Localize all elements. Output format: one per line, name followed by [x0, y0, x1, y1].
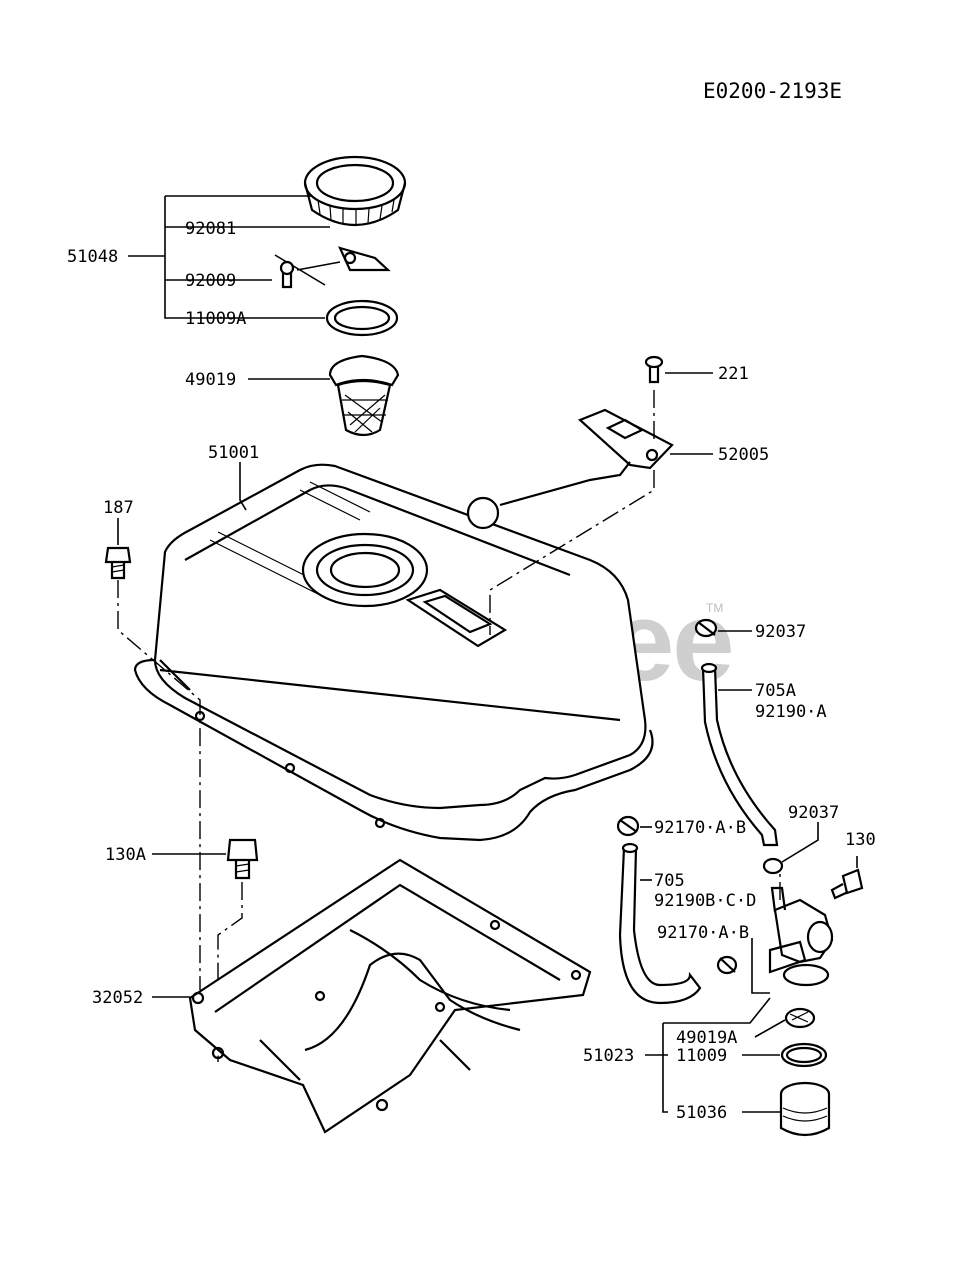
bracket-51048 — [164, 195, 330, 319]
label-51036[interactable]: 51036 — [676, 1103, 727, 1123]
label-49019A[interactable]: 49019A — [676, 1028, 737, 1048]
label-51001[interactable]: 51001 — [208, 443, 259, 463]
hose-705 — [618, 846, 702, 1005]
diagram-code: E0200-2193E — [703, 79, 842, 103]
label-705A[interactable]: 705A — [755, 681, 796, 701]
fuel-cock-51023 — [768, 886, 834, 987]
label-11009A[interactable]: 11009A — [185, 309, 246, 329]
oring-11009 — [780, 1042, 828, 1068]
leader-92037b — [781, 822, 819, 863]
screen-49019A — [784, 1007, 816, 1029]
clip-92037-top — [694, 618, 718, 638]
bracket-51023 — [662, 997, 771, 1113]
fuel-cap — [303, 155, 407, 227]
bolt-130 — [830, 868, 864, 900]
label-130A[interactable]: 130A — [105, 845, 146, 865]
label-92037b[interactable]: 92037 — [788, 803, 839, 823]
label-130[interactable]: 130 — [845, 830, 876, 850]
label-51048[interactable]: 51048 — [67, 247, 118, 267]
label-705[interactable]: 705 — [654, 871, 685, 891]
label-92190BCD[interactable]: 92190B·C·D — [654, 891, 756, 911]
hose-705A — [701, 666, 779, 847]
gasket-11009A — [325, 299, 399, 337]
leader-51001 — [239, 462, 247, 511]
axis-gauge — [489, 390, 655, 635]
fuel-cap-chain — [274, 246, 391, 286]
screw-92009 — [279, 260, 295, 289]
label-49019[interactable]: 49019 — [185, 370, 236, 390]
screw-221 — [644, 355, 664, 384]
fuel-tank-51001 — [133, 463, 654, 842]
label-187[interactable]: 187 — [103, 498, 134, 518]
clip-92170-lower — [716, 955, 738, 975]
filter-screen-49019 — [328, 354, 400, 437]
label-92081[interactable]: 92081 — [185, 219, 236, 239]
watermark-tm: TM — [706, 601, 723, 615]
axis-187 — [117, 580, 201, 990]
tank-bracket-32052 — [188, 858, 592, 1134]
leader-49019A — [754, 1019, 786, 1038]
fuel-gauge-52005 — [466, 408, 674, 530]
label-92009[interactable]: 92009 — [185, 271, 236, 291]
label-92170AB-1[interactable]: 92170·A·B — [654, 818, 746, 838]
clip-92170-top — [616, 815, 640, 837]
label-11009[interactable]: 11009 — [676, 1046, 727, 1066]
label-52005[interactable]: 52005 — [718, 445, 769, 465]
label-92037a[interactable]: 92037 — [755, 622, 806, 642]
bolt-130A — [226, 838, 259, 880]
label-92170AB-2[interactable]: 92170·A·B — [657, 923, 749, 943]
bolt-187 — [104, 546, 132, 580]
label-221[interactable]: 221 — [718, 364, 749, 384]
label-32052[interactable]: 32052 — [92, 988, 143, 1008]
cup-51036 — [779, 1081, 831, 1137]
label-51023[interactable]: 51023 — [583, 1046, 634, 1066]
clip-92037-lower — [762, 857, 784, 875]
label-92190A[interactable]: 92190·A — [755, 702, 827, 722]
leader-92170AB-2 — [751, 938, 770, 994]
